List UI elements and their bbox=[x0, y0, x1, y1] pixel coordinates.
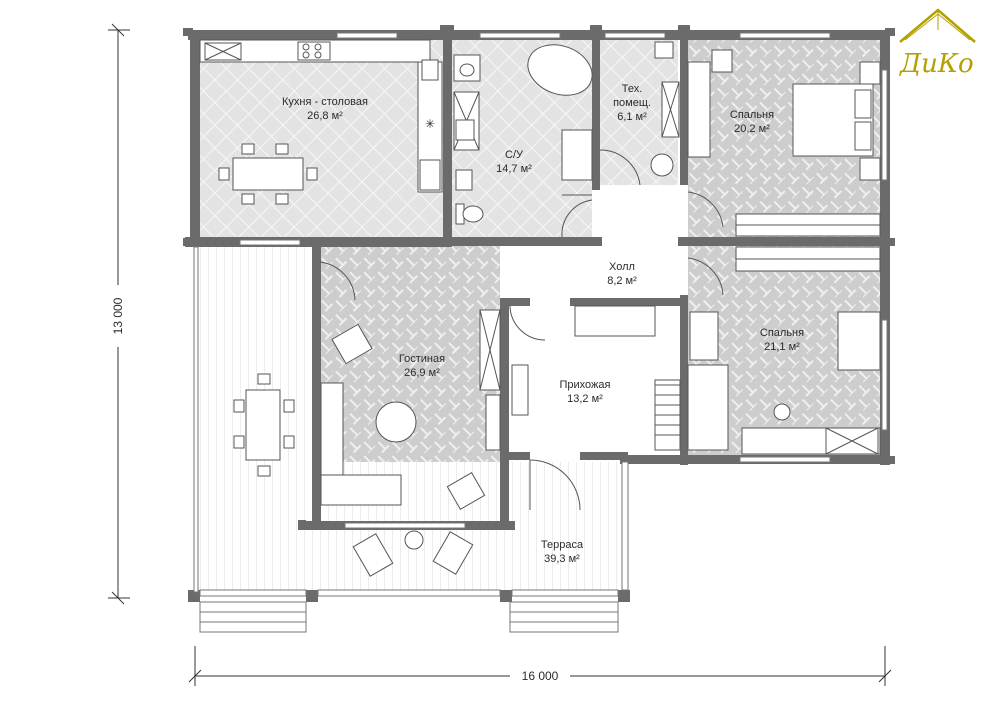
tech-name: Тех. bbox=[622, 83, 643, 95]
wall-kitchen-bath bbox=[443, 30, 452, 247]
wall-living-left bbox=[312, 237, 321, 527]
bathtub-icon bbox=[527, 44, 593, 96]
dining-table bbox=[218, 143, 318, 205]
deck-chair-1 bbox=[352, 533, 394, 577]
entry-area: 13,2 м² bbox=[567, 393, 603, 405]
wall-left-upper bbox=[190, 30, 200, 245]
entry-wardrobe bbox=[574, 305, 656, 337]
fridge-icon bbox=[419, 159, 441, 191]
post-4 bbox=[618, 590, 630, 602]
washing-machine-icon bbox=[455, 169, 473, 191]
armchair-2 bbox=[446, 472, 486, 510]
logo: ДиКо bbox=[899, 8, 976, 79]
floors bbox=[195, 40, 880, 595]
windows bbox=[239, 32, 888, 529]
armchair-1 bbox=[331, 323, 373, 365]
living-name: Гостиная bbox=[399, 353, 445, 365]
toilet-icon bbox=[455, 203, 484, 225]
terrace-furniture bbox=[233, 373, 474, 577]
stove-icon bbox=[297, 41, 331, 61]
kitchen-furniture: ✳ bbox=[199, 39, 443, 205]
bedroom1-area: 20,2 м² bbox=[734, 123, 770, 135]
terrace-area: 39,3 м² bbox=[544, 553, 580, 565]
post-3 bbox=[500, 590, 512, 602]
tech-area: 6,1 м² bbox=[617, 111, 647, 123]
steps-left bbox=[199, 601, 307, 633]
bedroom1-name: Спальня bbox=[730, 109, 774, 121]
terrace-table bbox=[245, 389, 281, 461]
terrace-name: Терраса bbox=[541, 539, 584, 551]
wall-entry-bottom bbox=[500, 452, 530, 460]
bedroom2-area: 21,1 м² bbox=[764, 341, 800, 353]
sink-icon bbox=[421, 59, 439, 81]
tech-name-2: помещ. bbox=[613, 97, 651, 109]
bathroom-name: С/У bbox=[505, 149, 524, 161]
terrace-rails bbox=[193, 246, 629, 633]
dimension-width: 16 000 bbox=[188, 646, 892, 686]
terrace-round-table bbox=[404, 530, 424, 550]
sofa-icon bbox=[320, 382, 402, 506]
shower-cabin-icon bbox=[561, 129, 593, 181]
bedroom1-furniture bbox=[687, 49, 881, 237]
entry-name: Прихожая bbox=[560, 379, 611, 391]
living-area: 26,9 м² bbox=[404, 367, 440, 379]
hall-name: Холл bbox=[609, 261, 635, 273]
bathroom-area: 14,7 м² bbox=[496, 163, 532, 175]
hall-area: 8,2 м² bbox=[607, 275, 637, 287]
bed-2 bbox=[837, 311, 881, 371]
deck-chair-2 bbox=[432, 531, 474, 575]
washbasin-icon bbox=[453, 54, 481, 82]
wall-entry-bottom-2 bbox=[580, 452, 628, 460]
post-2 bbox=[306, 590, 318, 602]
wall-tech-bedroom bbox=[680, 30, 688, 185]
height-dimension: 13 000 bbox=[111, 297, 125, 334]
wall-kitchen-bottom-2 bbox=[310, 237, 452, 247]
hall-floor bbox=[500, 245, 688, 305]
tech-fixtures bbox=[599, 41, 680, 186]
svg-text:✳: ✳ bbox=[425, 117, 435, 131]
wall-entry-bedroom2 bbox=[680, 295, 688, 465]
steps-right bbox=[509, 601, 619, 633]
kitchen-floor bbox=[200, 40, 443, 237]
kitchen-name: Кухня - столовая bbox=[282, 96, 368, 108]
wall-bedroom1-bottom bbox=[678, 237, 890, 246]
entry-furniture bbox=[509, 304, 681, 511]
dimension-height: 13 000 bbox=[108, 23, 130, 605]
bathroom-fixtures bbox=[453, 44, 593, 238]
wall-right bbox=[880, 30, 890, 465]
logo-text: ДиКо bbox=[899, 49, 974, 79]
wall-living-entry bbox=[500, 298, 509, 530]
boiler-icon bbox=[650, 153, 674, 177]
coffee-table bbox=[375, 401, 417, 443]
width-dimension: 16 000 bbox=[522, 669, 559, 683]
wall-entry-top-2 bbox=[570, 298, 688, 306]
bedroom2-furniture bbox=[687, 246, 881, 455]
room-labels: Кухня - столовая 26,8 м² С/У 14,7 м² Тех… bbox=[282, 83, 804, 565]
post-1 bbox=[188, 590, 200, 602]
chair-icon bbox=[773, 403, 791, 421]
living-furniture bbox=[319, 261, 501, 510]
wall-bath-tech bbox=[592, 30, 600, 190]
wall-bath-bottom bbox=[452, 237, 602, 246]
bedroom2-name: Спальня bbox=[760, 327, 804, 339]
kitchen-area: 26,8 м² bbox=[307, 110, 343, 122]
wall-entry-top bbox=[500, 298, 530, 306]
